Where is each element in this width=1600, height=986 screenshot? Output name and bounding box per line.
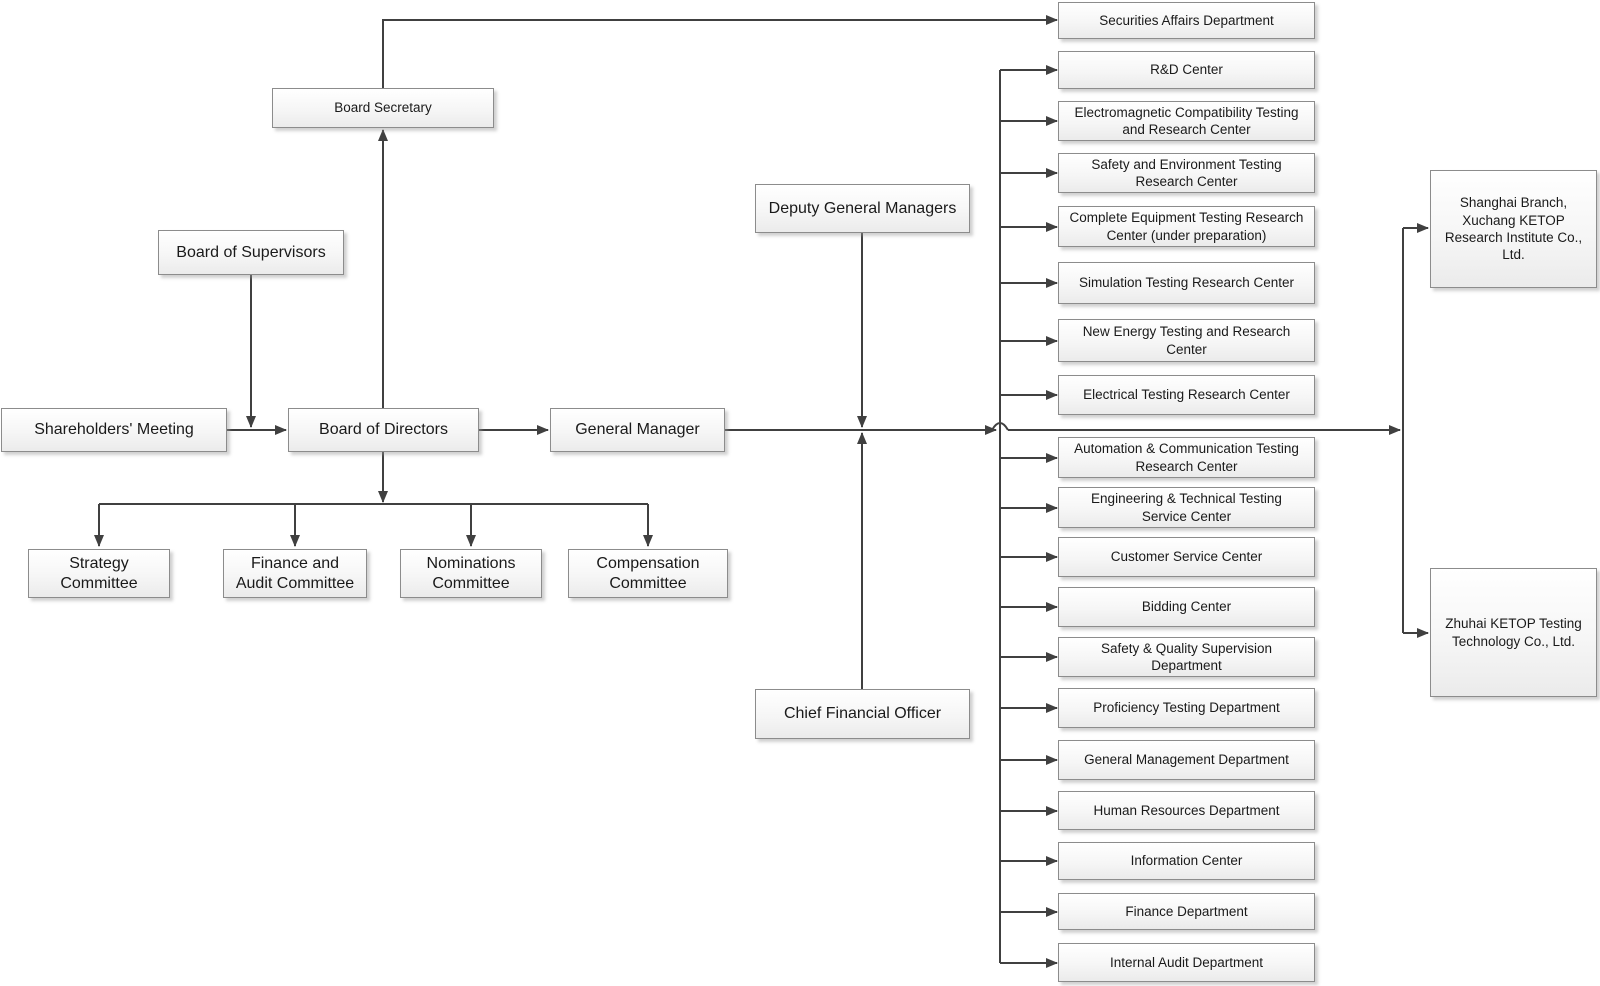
node-electrical-testing-research-center: Electrical Testing Research Center bbox=[1058, 375, 1315, 415]
node-simulation-testing-research-center: Simulation Testing Research Center bbox=[1058, 262, 1315, 304]
node-zhuhai-ketop-testing-technology: Zhuhai KETOP Testing Technology Co., Ltd… bbox=[1430, 568, 1597, 697]
node-automation-communication-testing-research-center: Automation & Communication Testing Resea… bbox=[1058, 437, 1315, 478]
node-chief-financial-officer: Chief Financial Officer bbox=[755, 689, 970, 739]
node-safety-quality-supervision-department: Safety & Quality Supervision Department bbox=[1058, 637, 1315, 677]
node-board-secretary: Board Secretary bbox=[272, 88, 494, 128]
node-proficiency-testing-department: Proficiency Testing Department bbox=[1058, 688, 1315, 728]
node-securities-affairs-department: Securities Affairs Department bbox=[1058, 2, 1315, 39]
node-rd-center: R&D Center bbox=[1058, 51, 1315, 89]
node-internal-audit-department: Internal Audit Department bbox=[1058, 943, 1315, 982]
node-board-of-supervisors: Board of Supervisors bbox=[158, 230, 344, 275]
node-shareholders-meeting: Shareholders' Meeting bbox=[1, 408, 227, 452]
node-strategy-committee: Strategy Committee bbox=[28, 549, 170, 598]
node-engineering-technical-testing-service-center: Engineering & Technical Testing Service … bbox=[1058, 487, 1315, 528]
node-nominations-committee: Nominations Committee bbox=[400, 549, 542, 598]
node-human-resources-department: Human Resources Department bbox=[1058, 791, 1315, 830]
node-general-management-department: General Management Department bbox=[1058, 740, 1315, 780]
node-safety-environment-testing-research-center: Safety and Environment Testing Research … bbox=[1058, 153, 1315, 193]
node-board-of-directors: Board of Directors bbox=[288, 408, 479, 452]
node-bidding-center: Bidding Center bbox=[1058, 587, 1315, 627]
node-new-energy-testing-research-center: New Energy Testing and Research Center bbox=[1058, 319, 1315, 362]
node-compensation-committee: Compensation Committee bbox=[568, 549, 728, 598]
edge-board-secretary-to-securities bbox=[382, 15, 1058, 88]
node-customer-service-center: Customer Service Center bbox=[1058, 537, 1315, 577]
node-finance-and-audit-committee: Finance and Audit Committee bbox=[223, 549, 367, 598]
node-deputy-general-managers: Deputy General Managers bbox=[755, 184, 970, 233]
node-complete-equipment-testing-research-center: Complete Equipment Testing Research Cent… bbox=[1058, 206, 1315, 247]
node-shanghai-branch-xuchang-ketop-research-institute: Shanghai Branch, Xuchang KETOP Research … bbox=[1430, 170, 1597, 288]
node-electromagnetic-compatibility-testing-research-center: Electromagnetic Compatibility Testing an… bbox=[1058, 101, 1315, 141]
node-information-center: Information Center bbox=[1058, 842, 1315, 880]
node-general-manager: General Manager bbox=[550, 408, 725, 452]
node-finance-department: Finance Department bbox=[1058, 893, 1315, 930]
